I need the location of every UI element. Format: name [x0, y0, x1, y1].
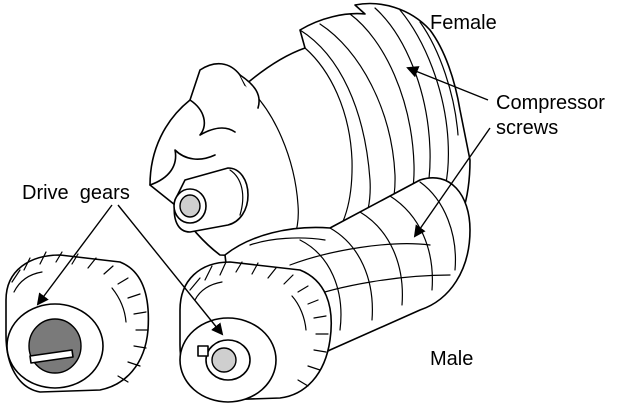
label-drive-gears: Drive gears [22, 182, 130, 204]
label-compressor-line1: Compressor [496, 92, 605, 114]
right-drive-gear [180, 262, 331, 402]
label-male: Male [430, 348, 473, 370]
label-compressor-line2: screws [496, 117, 558, 139]
left-drive-gear [6, 252, 148, 392]
label-female: Female [430, 12, 497, 34]
